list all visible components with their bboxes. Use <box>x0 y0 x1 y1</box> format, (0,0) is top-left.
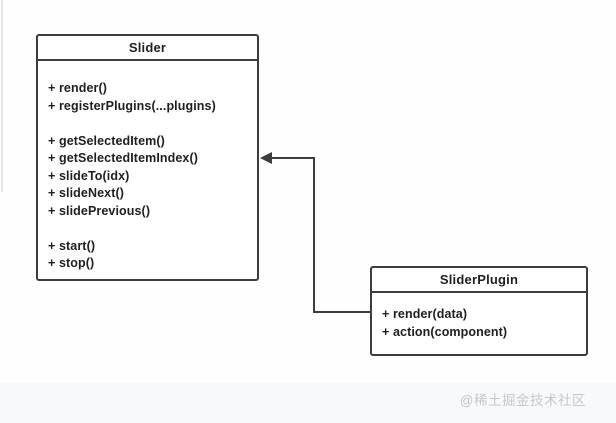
class-body: + render() + registerPlugins(...plugins)… <box>38 61 257 273</box>
connector-segment-horizontal-top <box>270 157 315 159</box>
class-box-sliderplugin: SliderPlugin + render(data) + action(com… <box>370 266 588 356</box>
method-item: + stop() <box>48 256 95 270</box>
crop-edge-line <box>1 0 3 192</box>
method-item: + registerPlugins(...plugins) <box>48 98 216 113</box>
class-title: SliderPlugin <box>372 268 586 293</box>
class-title: Slider <box>38 36 257 61</box>
method-item: + getSelectedItem() <box>48 133 165 148</box>
method-group-gap <box>48 220 251 238</box>
method-item: + render() <box>48 81 108 95</box>
method-item: + slideNext() <box>48 186 124 200</box>
method-item: + action(component) <box>382 324 508 339</box>
dependency-arrowhead-icon <box>260 152 272 164</box>
method-item: + slidePrevious() <box>48 203 151 218</box>
connector-segment-vertical <box>313 157 315 313</box>
footer-band: @稀土掘金技术社区 <box>0 383 616 423</box>
connector-segment-horizontal-bottom <box>313 311 370 313</box>
class-box-slider: Slider + render() + registerPlugins(...p… <box>36 34 259 281</box>
method-item: + getSelectedItemIndex() <box>48 151 199 165</box>
method-item: + start() <box>48 238 96 253</box>
method-group-gap <box>48 115 251 133</box>
watermark-text: @稀土掘金技术社区 <box>459 393 586 408</box>
method-item: + slideTo(idx) <box>48 168 130 183</box>
class-body: + render(data) + action(component) <box>372 293 586 341</box>
method-item: + render(data) <box>382 307 468 321</box>
